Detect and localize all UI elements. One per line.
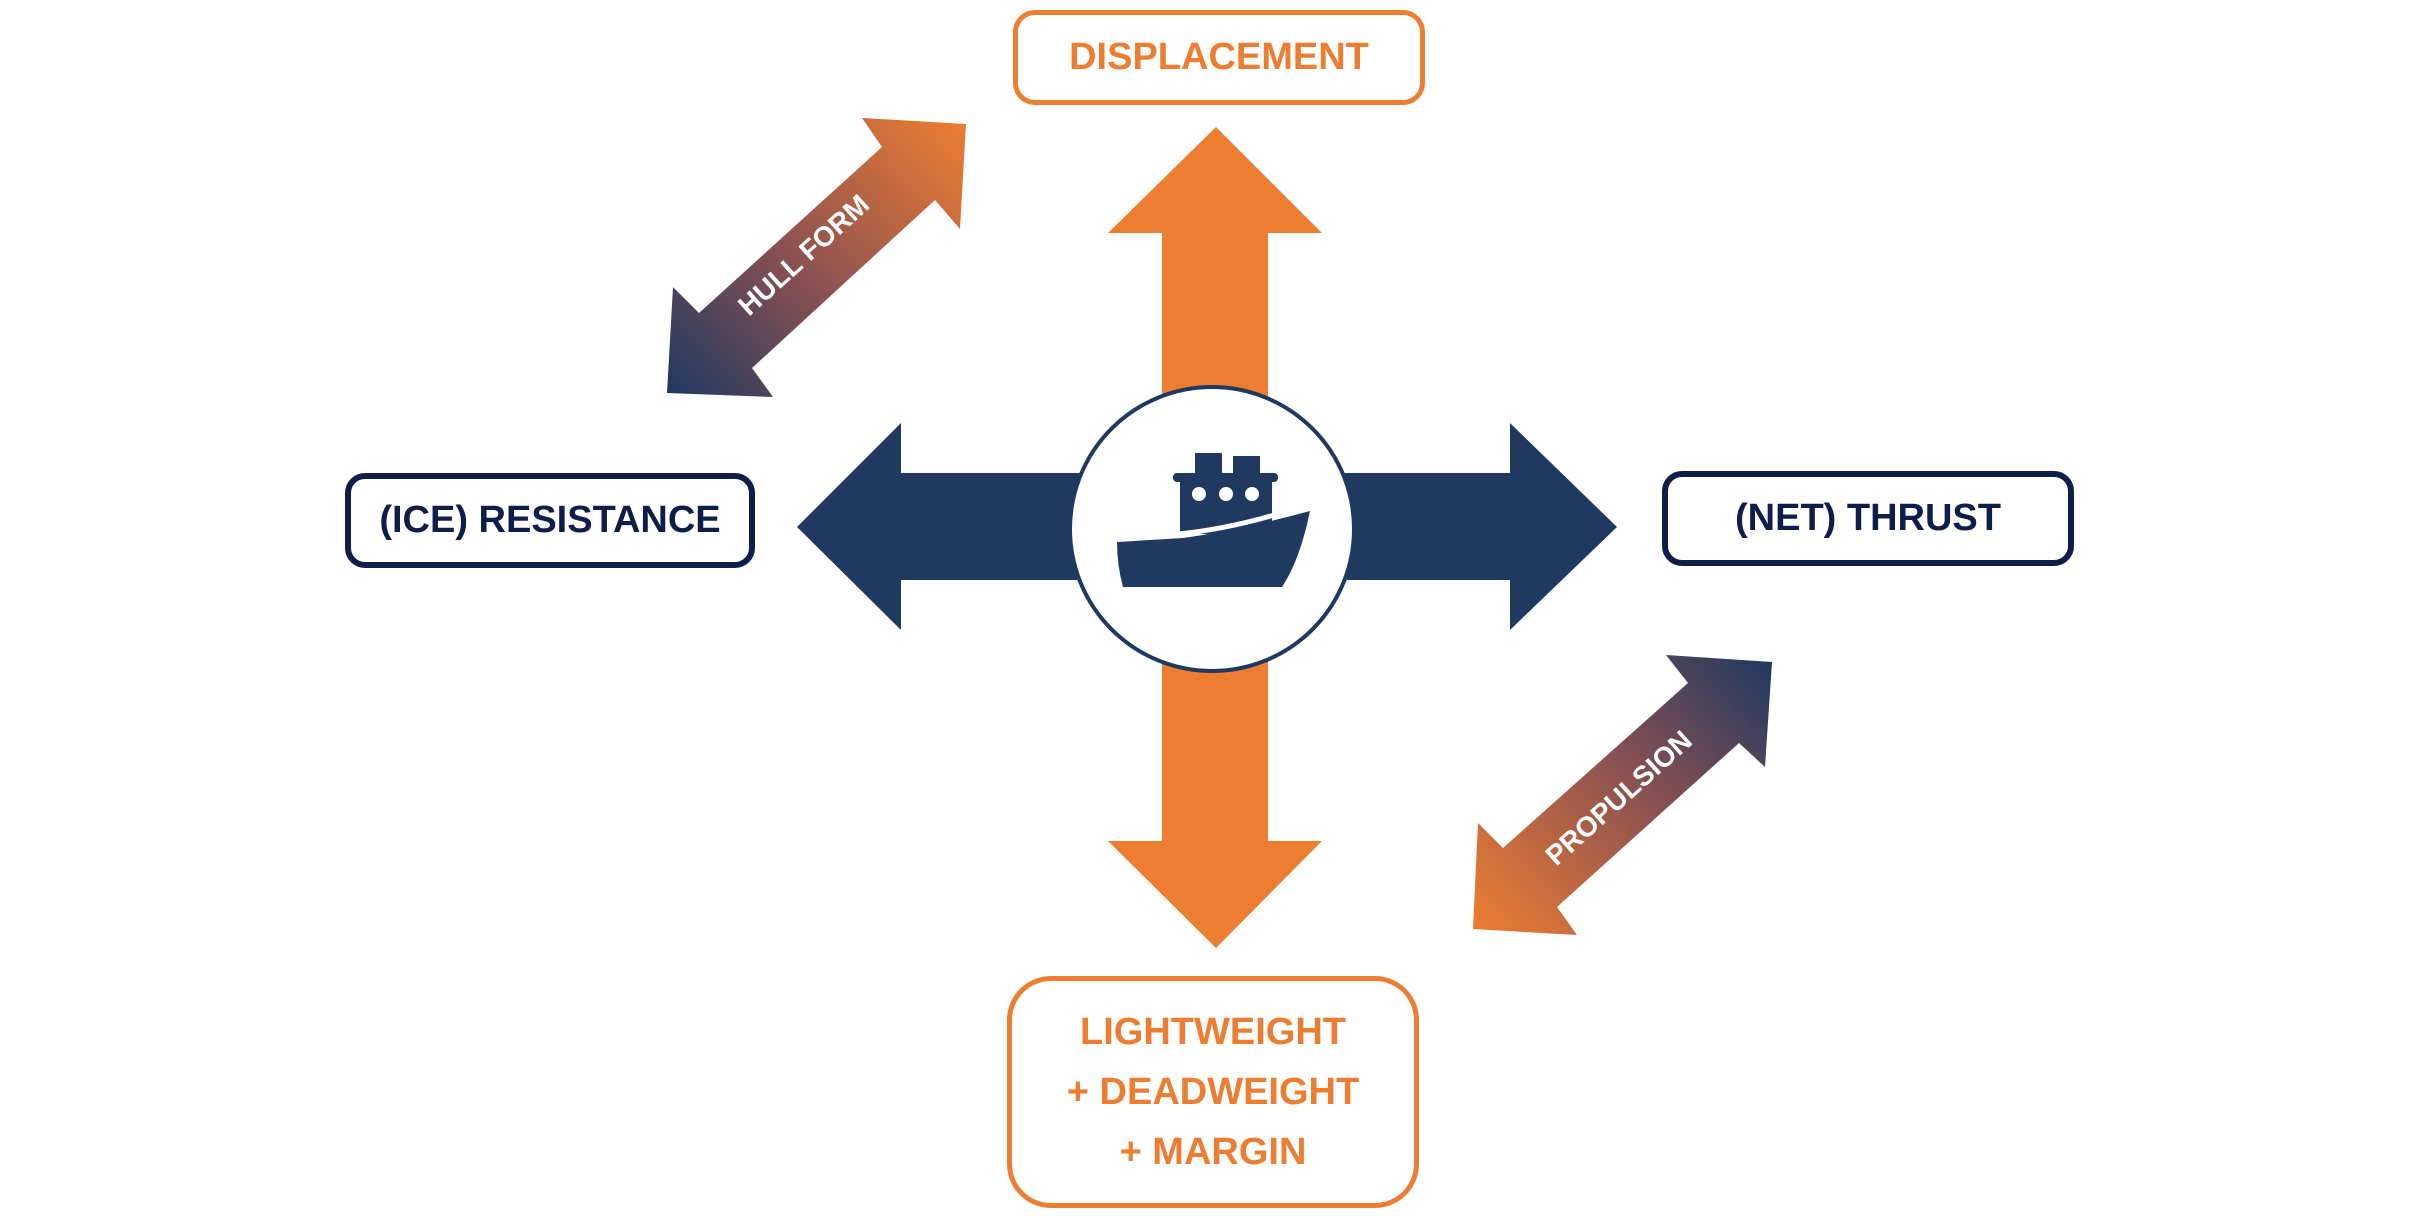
node-weight-sum: LIGHTWEIGHT + DEADWEIGHT + MARGIN (1007, 976, 1419, 1208)
node-net-thrust: (NET) THRUST (1662, 471, 2074, 566)
propulsion-arrow: PROPULSION (1473, 655, 1772, 935)
node-weight-line-deadweight: + DEADWEIGHT (1066, 1071, 1360, 1113)
node-ice-resistance-label: (ICE) RESISTANCE (379, 499, 721, 541)
node-weight-line-lightweight: LIGHTWEIGHT (1080, 1011, 1346, 1053)
node-ice-resistance: (ICE) RESISTANCE (345, 473, 755, 568)
node-net-thrust-label: (NET) THRUST (1735, 497, 2001, 539)
center-ship-badge (1068, 385, 1356, 673)
hull-form-arrow: HULL FORM (667, 118, 966, 397)
node-weight-line-margin: + MARGIN (1119, 1131, 1307, 1173)
portholes (1192, 487, 1259, 501)
ship-icon (1117, 453, 1310, 587)
node-displacement-label: DISPLACEMENT (1069, 36, 1369, 78)
node-displacement: DISPLACEMENT (1013, 10, 1425, 105)
